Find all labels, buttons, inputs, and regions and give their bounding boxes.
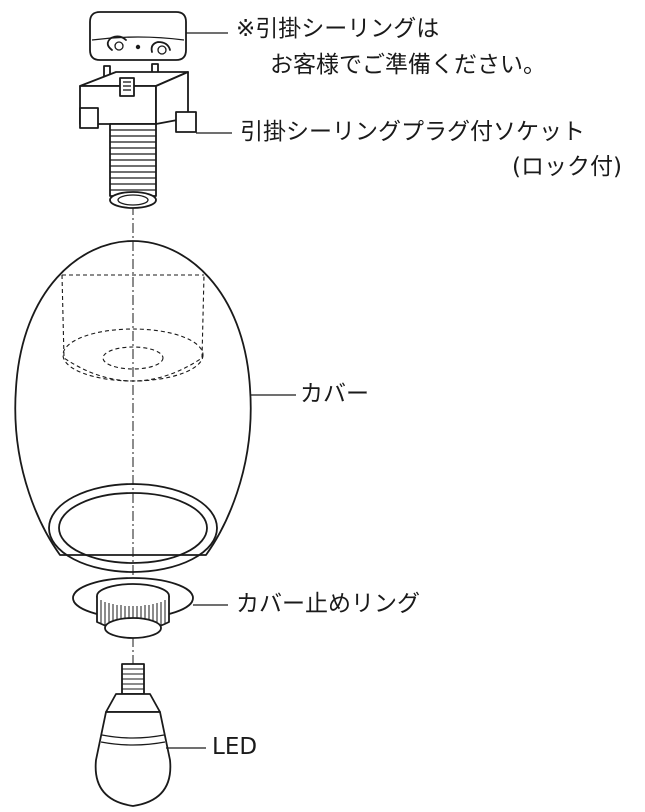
label-cover-ring: カバー止めリング — [236, 591, 420, 617]
label-socket: 引掛シーリングプラグ付ソケット — [240, 119, 585, 145]
ceiling-rosette — [89, 11, 228, 61]
cover-retaining-ring — [72, 577, 228, 639]
cover-shade — [14, 240, 296, 573]
led-bulb — [94, 663, 206, 807]
label-ceiling-note-line1: ※引掛シーリングは — [236, 16, 440, 42]
label-led: LED — [212, 734, 258, 760]
label-cover: カバー — [300, 381, 369, 407]
plug-socket — [79, 63, 232, 209]
label-socket-lock: (ロック付) — [512, 154, 622, 180]
label-ceiling-note-line2: お客様でご準備ください。 — [270, 52, 546, 78]
